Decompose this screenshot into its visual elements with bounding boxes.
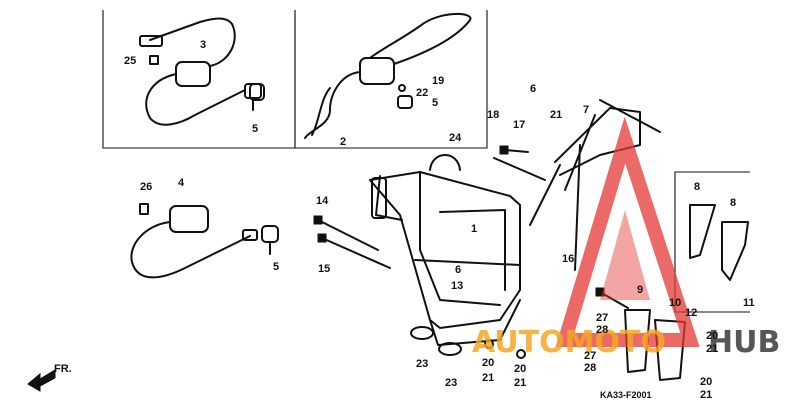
label-13: 13	[451, 280, 463, 292]
inset-box-right	[294, 10, 488, 149]
ignition-coil-inset-right	[304, 12, 472, 139]
watermark-text: AUTOMOTO HUB	[472, 325, 780, 360]
label-6a: 6	[530, 83, 536, 95]
bracket-9	[624, 309, 651, 373]
direction-label: FR.	[54, 363, 72, 375]
label-7: 7	[583, 104, 589, 116]
label-27b: 27	[584, 350, 596, 362]
label-5b: 5	[432, 97, 438, 109]
front-arrow-icon	[27, 369, 56, 392]
label-20c: 20	[706, 330, 718, 342]
label-21b: 21	[482, 372, 494, 384]
grommet-23b	[438, 342, 462, 356]
plug-cap-5c	[261, 225, 279, 255]
grommet-23a	[410, 326, 434, 340]
label-23b: 23	[445, 377, 457, 389]
label-5c: 5	[273, 261, 279, 273]
label-3: 3	[200, 39, 206, 51]
main-frame	[369, 171, 521, 346]
nut-20b	[516, 349, 526, 359]
label-21e: 21	[700, 389, 712, 401]
label-20d: 20	[700, 376, 712, 388]
label-21a: 21	[550, 109, 562, 121]
label-20a: 20	[482, 357, 494, 369]
label-23a: 23	[416, 358, 428, 370]
bolt-18	[493, 157, 546, 181]
label-2: 2	[340, 136, 346, 148]
label-8b: 8	[730, 197, 736, 209]
label-10: 10	[669, 297, 681, 309]
bolt-17	[499, 145, 529, 155]
bracket-8a	[689, 204, 716, 259]
label-28a: 28	[596, 324, 608, 336]
bolt-27	[595, 287, 629, 309]
label-14: 14	[316, 195, 329, 207]
bracket-8b	[721, 221, 749, 281]
label-9: 9	[637, 284, 643, 296]
label-16: 16	[562, 253, 574, 265]
inset-box-left	[102, 10, 296, 149]
label-19: 19	[432, 75, 444, 87]
bracket-10	[654, 319, 686, 381]
label-26: 26	[140, 181, 152, 193]
label-17: 17	[513, 119, 525, 131]
sub-frame	[529, 99, 661, 271]
label-25: 25	[124, 55, 136, 67]
label-11: 11	[743, 297, 755, 309]
watermark-part1: AUTOMOTO	[472, 325, 666, 360]
ignition-coil-main	[130, 203, 258, 279]
label-21d: 21	[706, 343, 718, 355]
clamp-24	[429, 154, 461, 171]
callout-labels: 3 25 5 19 22 5 2 6 7 18 17 21 24 26 4 14…	[124, 39, 755, 401]
label-5a: 5	[252, 123, 258, 135]
nut-20a	[484, 339, 494, 349]
label-15: 15	[318, 263, 330, 275]
bolt-15	[317, 233, 391, 269]
diagram-code: KA33-F2001	[600, 390, 652, 400]
label-12: 12	[685, 307, 697, 319]
bracket-box	[674, 171, 750, 313]
watermark-part2: HUB	[708, 325, 780, 360]
label-8a: 8	[694, 181, 700, 193]
label-20b: 20	[514, 363, 526, 375]
label-22: 22	[416, 87, 428, 99]
label-27a: 27	[596, 312, 608, 324]
label-18: 18	[487, 109, 499, 121]
bolt-14	[313, 215, 379, 251]
label-4: 4	[178, 177, 185, 189]
label-1: 1	[471, 223, 477, 235]
label-6b: 6	[455, 264, 461, 276]
ignition-coil-inset-left	[139, 17, 262, 126]
watermark-logo	[555, 116, 700, 347]
label-28b: 28	[584, 362, 596, 374]
plug-cap-5a	[249, 83, 265, 101]
label-21c: 21	[514, 377, 526, 389]
label-24: 24	[449, 132, 462, 144]
